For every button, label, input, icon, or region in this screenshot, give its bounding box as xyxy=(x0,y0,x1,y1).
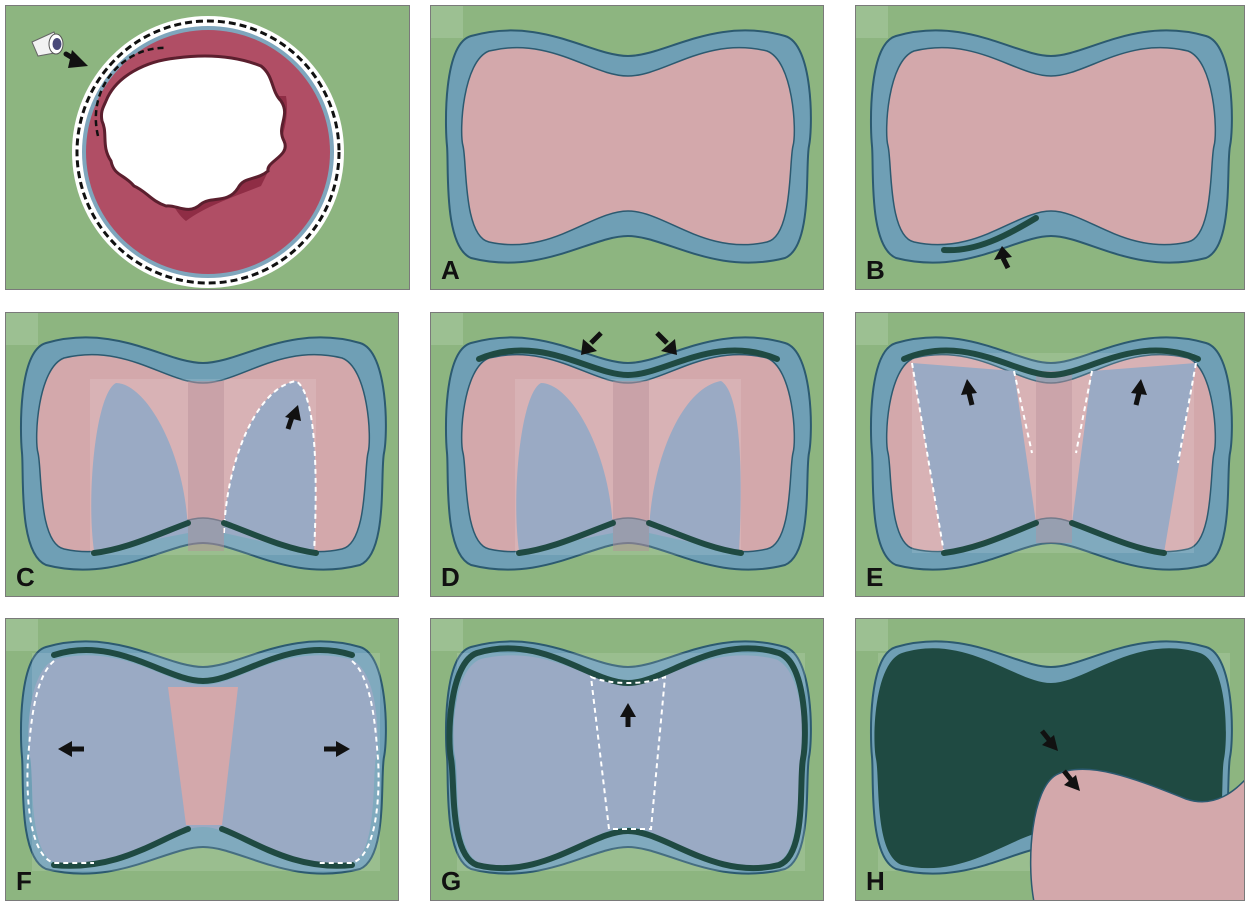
center-band xyxy=(613,381,649,551)
panel-e: E xyxy=(855,312,1245,597)
panel-g-diagram xyxy=(431,619,824,901)
panel-label: E xyxy=(866,564,883,590)
arrow-down-left-icon xyxy=(581,333,601,355)
view-direction-arrow-icon xyxy=(66,50,88,68)
panel-d: D xyxy=(430,312,824,597)
panel-label: A xyxy=(441,257,460,283)
panel-h-diagram xyxy=(856,619,1245,901)
center-band xyxy=(1036,371,1072,543)
center-band xyxy=(188,381,224,551)
panel-label: F xyxy=(16,868,32,894)
panel-b: B xyxy=(855,5,1245,290)
panel-c-diagram xyxy=(6,313,399,597)
panel-label: D xyxy=(441,564,460,590)
panel-label: C xyxy=(16,564,35,590)
arrow-down-right-icon xyxy=(657,333,677,355)
panel-a-diagram xyxy=(431,6,824,290)
panel-label: G xyxy=(441,868,461,894)
overview-cross-section-diagram xyxy=(6,6,410,290)
eye-icon xyxy=(32,32,63,56)
panel-f: F xyxy=(5,618,399,901)
panel-c: C xyxy=(5,312,399,597)
panel-label: B xyxy=(866,257,885,283)
panel-h: H xyxy=(855,618,1245,901)
panel-g: G xyxy=(430,618,824,901)
panel-f-diagram xyxy=(6,619,399,901)
panel-label: H xyxy=(866,868,885,894)
panel-b-diagram xyxy=(856,6,1245,290)
panel-a: A xyxy=(430,5,824,290)
panel-overview xyxy=(5,5,410,290)
panel-d-diagram xyxy=(431,313,824,597)
panel-e-diagram xyxy=(856,313,1245,597)
